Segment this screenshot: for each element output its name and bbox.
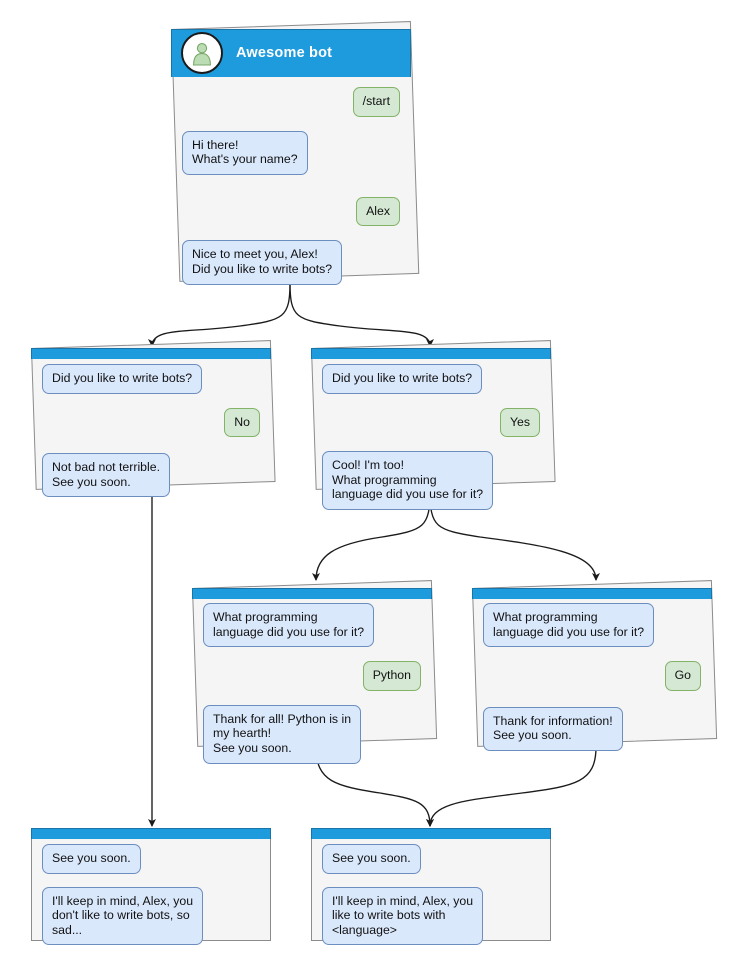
card-root[interactable]: Awesome bot /start Hi there! What's your… [171, 21, 420, 285]
message-row: See you soon. [322, 844, 540, 874]
card-yes-branch[interactable]: Did you like to write bots? Yes Cool! I'… [311, 340, 556, 510]
message-bubble-user[interactable]: Yes [499, 407, 540, 438]
message-bubble-bot[interactable]: Not bad not terrible. See you soon. [42, 453, 171, 498]
message-row: Alex [182, 196, 400, 227]
message-row: Did you like to write bots? [322, 364, 540, 394]
message-row: Thank for all! Python is in my hearth! S… [203, 704, 421, 764]
message-row: Did you like to write bots? [42, 364, 260, 394]
card-python-branch-header-bar [192, 588, 432, 599]
message-row: Cool! I'm too! What programming language… [322, 451, 540, 510]
edge-root-to-yes [289, 281, 434, 347]
card-yes-branch-messages: Did you like to write bots? Yes Cool! I'… [311, 348, 551, 510]
person-avatar-icon [181, 32, 223, 74]
message-row: See you soon. [42, 844, 260, 874]
card-go-branch-header-bar [472, 588, 712, 599]
message-bubble-bot[interactable]: What programming language did you use fo… [203, 603, 375, 648]
message-bubble-user[interactable]: Alex [356, 196, 400, 227]
message-row: I'll keep in mind, Alex, you like to wri… [322, 886, 540, 946]
message-bubble-bot[interactable]: Did you like to write bots? [42, 364, 203, 394]
card-no-branch-header-bar [31, 348, 271, 359]
message-bubble-bot[interactable]: Cool! I'm too! What programming language… [322, 451, 494, 510]
card-end-happy[interactable]: See you soon. I'll keep in mind, Alex, y… [311, 828, 551, 946]
message-row: I'll keep in mind, Alex, you don't like … [42, 886, 260, 946]
message-row: Thank for information! See you soon. [483, 706, 701, 751]
card-end-sad[interactable]: See you soon. I'll keep in mind, Alex, y… [31, 828, 271, 946]
message-bubble-bot[interactable]: Did you like to write bots? [322, 364, 483, 394]
message-bubble-user[interactable]: Python [362, 661, 421, 691]
card-end-happy-messages: See you soon. I'll keep in mind, Alex, y… [311, 828, 551, 946]
bot-title: Awesome bot [236, 45, 333, 61]
message-row: What programming language did you use fo… [203, 603, 421, 648]
message-bubble-user[interactable]: Go [664, 661, 701, 691]
message-row: No [42, 407, 260, 438]
message-bubble-bot[interactable]: Thank for information! See you soon. [483, 706, 623, 751]
message-bubble-bot[interactable]: What programming language did you use fo… [483, 603, 655, 648]
bot-header: Awesome bot [171, 29, 411, 77]
message-bubble-bot[interactable]: Hi there! What's your name? [182, 130, 308, 175]
message-bubble-bot[interactable]: I'll keep in mind, Alex, you don't like … [42, 886, 204, 946]
card-no-branch-messages: Did you like to write bots? No Not bad n… [31, 348, 271, 498]
message-row: Yes [322, 407, 540, 438]
card-python-branch-messages: What programming language did you use fo… [192, 588, 432, 764]
message-row: What programming language did you use fo… [483, 603, 701, 648]
message-row: Hi there! What's your name? [182, 130, 400, 175]
message-bubble-bot[interactable]: I'll keep in mind, Alex, you like to wri… [322, 886, 484, 946]
message-bubble-user[interactable]: No [224, 407, 260, 438]
card-go-branch[interactable]: What programming language did you use fo… [472, 580, 718, 751]
message-bubble-bot[interactable]: Nice to meet you, Alex! Did you like to … [182, 240, 343, 285]
message-bubble-bot[interactable]: Thank for all! Python is in my hearth! S… [203, 704, 362, 764]
message-bubble-bot[interactable]: See you soon. [322, 844, 421, 874]
message-row: Python [203, 661, 421, 691]
edge-root-to-no [148, 281, 291, 347]
message-row: Go [483, 661, 701, 691]
card-no-branch[interactable]: Did you like to write bots? No Not bad n… [31, 340, 276, 498]
edge-go-to-end-happy [426, 746, 597, 827]
message-bubble-bot[interactable]: See you soon. [42, 844, 141, 874]
card-end-happy-header-bar [311, 828, 551, 839]
message-bubble-user[interactable]: /start [352, 87, 400, 117]
message-row: /start [182, 87, 400, 117]
card-go-branch-messages: What programming language did you use fo… [472, 588, 712, 751]
card-yes-branch-header-bar [311, 348, 551, 359]
card-root-messages: /start Hi there! What's your name? Alex … [171, 77, 411, 285]
message-row: Nice to meet you, Alex! Did you like to … [182, 240, 400, 285]
card-python-branch[interactable]: What programming language did you use fo… [192, 580, 438, 764]
card-end-sad-messages: See you soon. I'll keep in mind, Alex, y… [31, 828, 271, 946]
card-end-sad-header-bar [31, 828, 271, 839]
message-row: Not bad not terrible. See you soon. [42, 453, 260, 498]
